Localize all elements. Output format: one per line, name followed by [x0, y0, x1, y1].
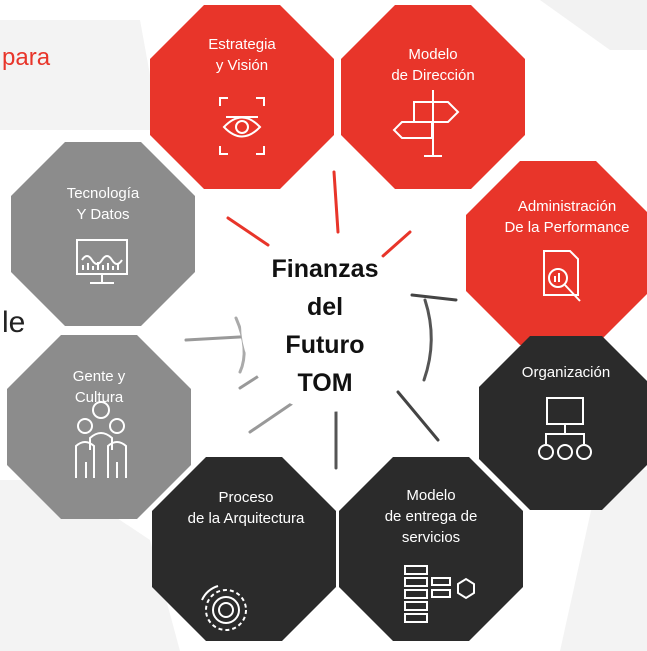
center-title: Finanzas del Futuro TOM	[250, 250, 400, 402]
gear-icon	[201, 585, 247, 631]
org-chart-icon	[538, 397, 592, 460]
octagon-modelo-entrega	[339, 457, 523, 641]
bg-shape-right-bottom	[560, 470, 647, 651]
center-title-line: Finanzas	[271, 255, 379, 283]
label-modelo-direccion: Modelo de Dirección	[391, 46, 475, 84]
center-title-line: Futuro	[285, 331, 365, 359]
center-title-line: TOM	[297, 369, 353, 397]
partial-text-top-left: para	[2, 44, 51, 71]
connector-modelo-entrega	[396, 390, 440, 442]
report-chart-icon	[543, 250, 581, 302]
people-icon	[75, 401, 127, 478]
bg-shape-top	[150, 0, 647, 50]
octagon-administracion	[466, 161, 647, 345]
label-administracion: Administración De la Performance	[504, 198, 630, 236]
label-gente: Gente y Cultura	[72, 368, 126, 406]
label-modelo-entrega: Modelo de entrega de servicios	[384, 487, 478, 546]
eye-scan-icon	[219, 97, 265, 155]
center-title-line: del	[306, 293, 344, 321]
center-circle	[241, 238, 415, 412]
connector-administracion	[410, 293, 458, 302]
label-tecnologia: Tecnología Y Datos	[66, 185, 140, 223]
bg-shape-left-top	[0, 20, 160, 130]
connector-modelo-direccion	[332, 170, 340, 234]
label-proceso: Proceso de la Arquitectura	[187, 489, 305, 527]
label-estrategia: Estrategia y Visión	[208, 36, 276, 74]
octagon-tecnologia	[11, 142, 195, 326]
octagon-gente	[7, 335, 191, 519]
bg-shape-left-bottom	[0, 480, 180, 651]
octagon-proceso	[152, 457, 336, 641]
label-organizacion: Organización	[521, 364, 611, 381]
connector-estrategia	[226, 216, 270, 247]
connector-modelo-direccion-2	[381, 230, 412, 258]
monitor-chart-icon	[76, 239, 128, 284]
signpost-icon	[392, 90, 460, 157]
octagon-estrategia	[150, 5, 334, 189]
partial-text-mid-left: le	[2, 306, 26, 339]
servers-icon	[404, 565, 475, 623]
connector-organizacion	[422, 298, 433, 382]
